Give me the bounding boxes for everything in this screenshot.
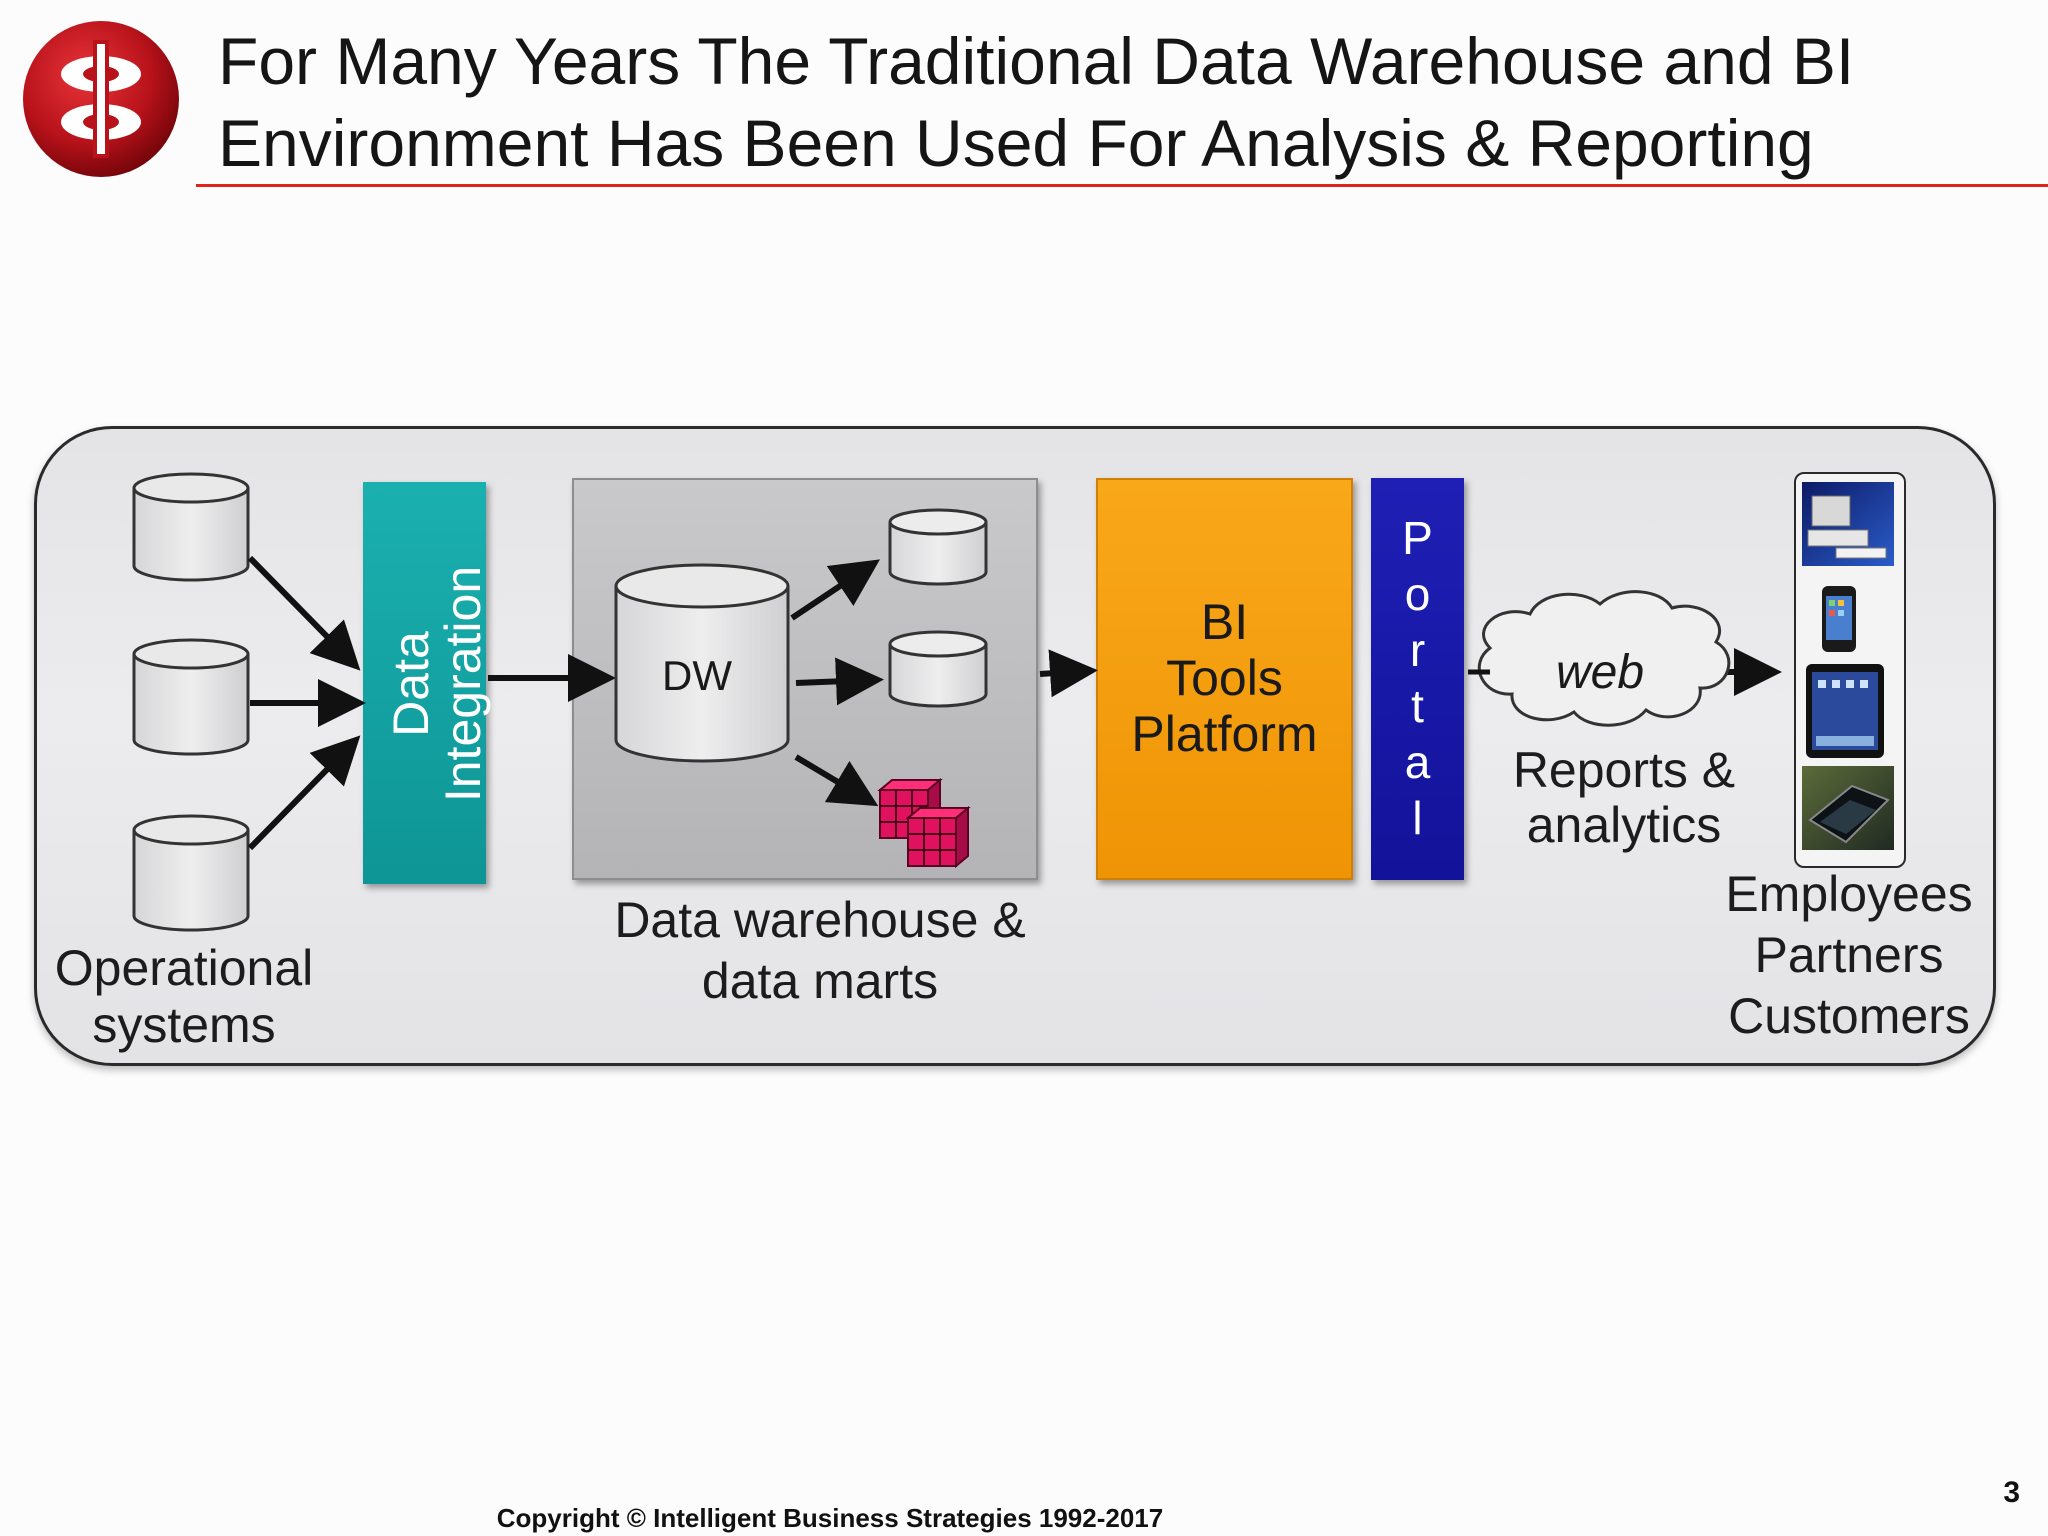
bi-tools-platform-box bbox=[1096, 478, 1353, 880]
reports-analytics-label: Reports & analytics bbox=[1484, 743, 1764, 853]
data-warehouse-label-line-2: data marts bbox=[701, 953, 939, 1009]
copyright-footer: Copyright © Intelligent Business Strateg… bbox=[496, 1503, 1164, 1533]
data-integration-box bbox=[363, 482, 486, 884]
database-icon bbox=[132, 472, 250, 582]
web-label: web bbox=[1556, 646, 1644, 699]
portal-box bbox=[1371, 478, 1464, 880]
bi-tools-label-line-2: Tools bbox=[1166, 650, 1283, 706]
database-icon bbox=[888, 508, 988, 586]
page-title-line-1: For Many Years The Traditional Data Ware… bbox=[218, 24, 1855, 98]
desktop-computer-icon bbox=[1802, 482, 1894, 566]
flow-arrows bbox=[247, 555, 1782, 851]
portal-letter: P bbox=[1402, 512, 1433, 564]
audience-employees: Employees bbox=[1725, 866, 1973, 922]
bi-tools-label: BI Tools Platform bbox=[1096, 594, 1353, 762]
bi-tools-label-line-1: BI bbox=[1200, 594, 1249, 650]
database-icon bbox=[614, 563, 790, 763]
operational-systems-label: Operational systems bbox=[36, 940, 332, 1054]
data-warehouse-label: Data warehouse & data marts bbox=[560, 890, 1080, 1012]
audience-label: Employees Partners Customers bbox=[1706, 864, 1992, 1047]
mobile-phone-icon bbox=[1822, 586, 1856, 652]
audience-partners: Partners bbox=[1754, 927, 1944, 983]
portal-label: P o r t a l bbox=[1371, 510, 1464, 846]
operational-systems-label-line-1: Operational bbox=[54, 940, 314, 996]
operational-systems-label-line-2: systems bbox=[92, 997, 276, 1053]
database-icon bbox=[888, 630, 988, 708]
reports-analytics-label-line-1: Reports & bbox=[1512, 742, 1736, 798]
reports-analytics-label-line-2: analytics bbox=[1526, 797, 1722, 853]
database-icon bbox=[132, 638, 250, 756]
slide-number: 3 bbox=[2003, 1476, 2020, 1509]
audience-customers: Customers bbox=[1728, 988, 1970, 1044]
cloud-icon bbox=[1468, 590, 1731, 727]
cube-icon bbox=[905, 805, 971, 869]
page-title-line-2: Environment Has Been Used For Analysis &… bbox=[218, 106, 1814, 180]
portal-letter: o bbox=[1404, 568, 1431, 620]
portal-letter: a bbox=[1404, 736, 1431, 788]
portal-letter: r bbox=[1409, 624, 1426, 676]
tablet-icon bbox=[1806, 664, 1884, 758]
database-icon bbox=[132, 814, 250, 932]
portal-letter: t bbox=[1411, 680, 1424, 732]
dw-label: DW bbox=[662, 652, 732, 699]
company-logo-icon bbox=[23, 21, 179, 177]
bi-tools-label-line-3: Platform bbox=[1131, 706, 1318, 762]
data-warehouse-label-line-1: Data warehouse & bbox=[614, 892, 1026, 948]
portal-letter: l bbox=[1412, 792, 1423, 844]
laptop-icon bbox=[1802, 766, 1894, 850]
title-underline bbox=[196, 184, 2048, 187]
